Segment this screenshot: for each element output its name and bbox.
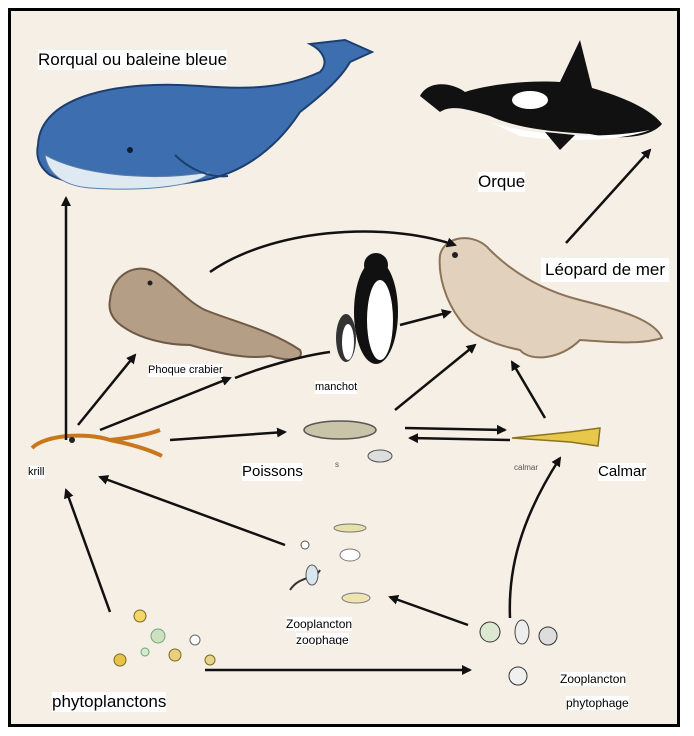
label-rorqual: Rorqual ou baleine bleue bbox=[38, 50, 227, 70]
label-krill: krill bbox=[28, 466, 45, 479]
label-fish-s: s bbox=[335, 460, 339, 470]
label-zooplancton-phytophage-1: Zooplancton bbox=[560, 672, 626, 686]
label-zooplancton-zoophage-1: Zooplancton bbox=[286, 617, 352, 631]
label-phoque-crabier: Phoque crabier bbox=[148, 364, 223, 377]
label-leopard-de-mer: Léopard de mer bbox=[541, 258, 669, 282]
penguin-illustration bbox=[336, 253, 398, 364]
squid-illustration bbox=[512, 428, 600, 446]
label-calmar-small: calmar bbox=[514, 463, 538, 473]
orca-illustration bbox=[420, 40, 662, 150]
zooplankton-zoophage-illustration bbox=[290, 524, 370, 603]
fish-illustration bbox=[304, 421, 392, 462]
leopard-seal-illustration bbox=[440, 238, 662, 357]
crabeater-seal-illustration bbox=[110, 269, 301, 360]
phytoplankton-illustration bbox=[114, 610, 215, 666]
label-phytoplanctons: phytoplanctons bbox=[52, 692, 166, 712]
zooplankton-phytophage-illustration bbox=[480, 620, 557, 685]
label-manchot: manchot bbox=[315, 381, 357, 394]
krill-illustration bbox=[32, 430, 162, 456]
label-zooplancton-zoophage-2: zoophage bbox=[296, 633, 349, 645]
label-calmar: Calmar bbox=[598, 463, 646, 481]
label-zooplancton-phytophage-2: phytophage bbox=[566, 696, 629, 710]
label-poissons: Poissons bbox=[242, 463, 303, 481]
label-orque: Orque bbox=[478, 172, 525, 192]
trophic-arrows bbox=[66, 150, 650, 670]
